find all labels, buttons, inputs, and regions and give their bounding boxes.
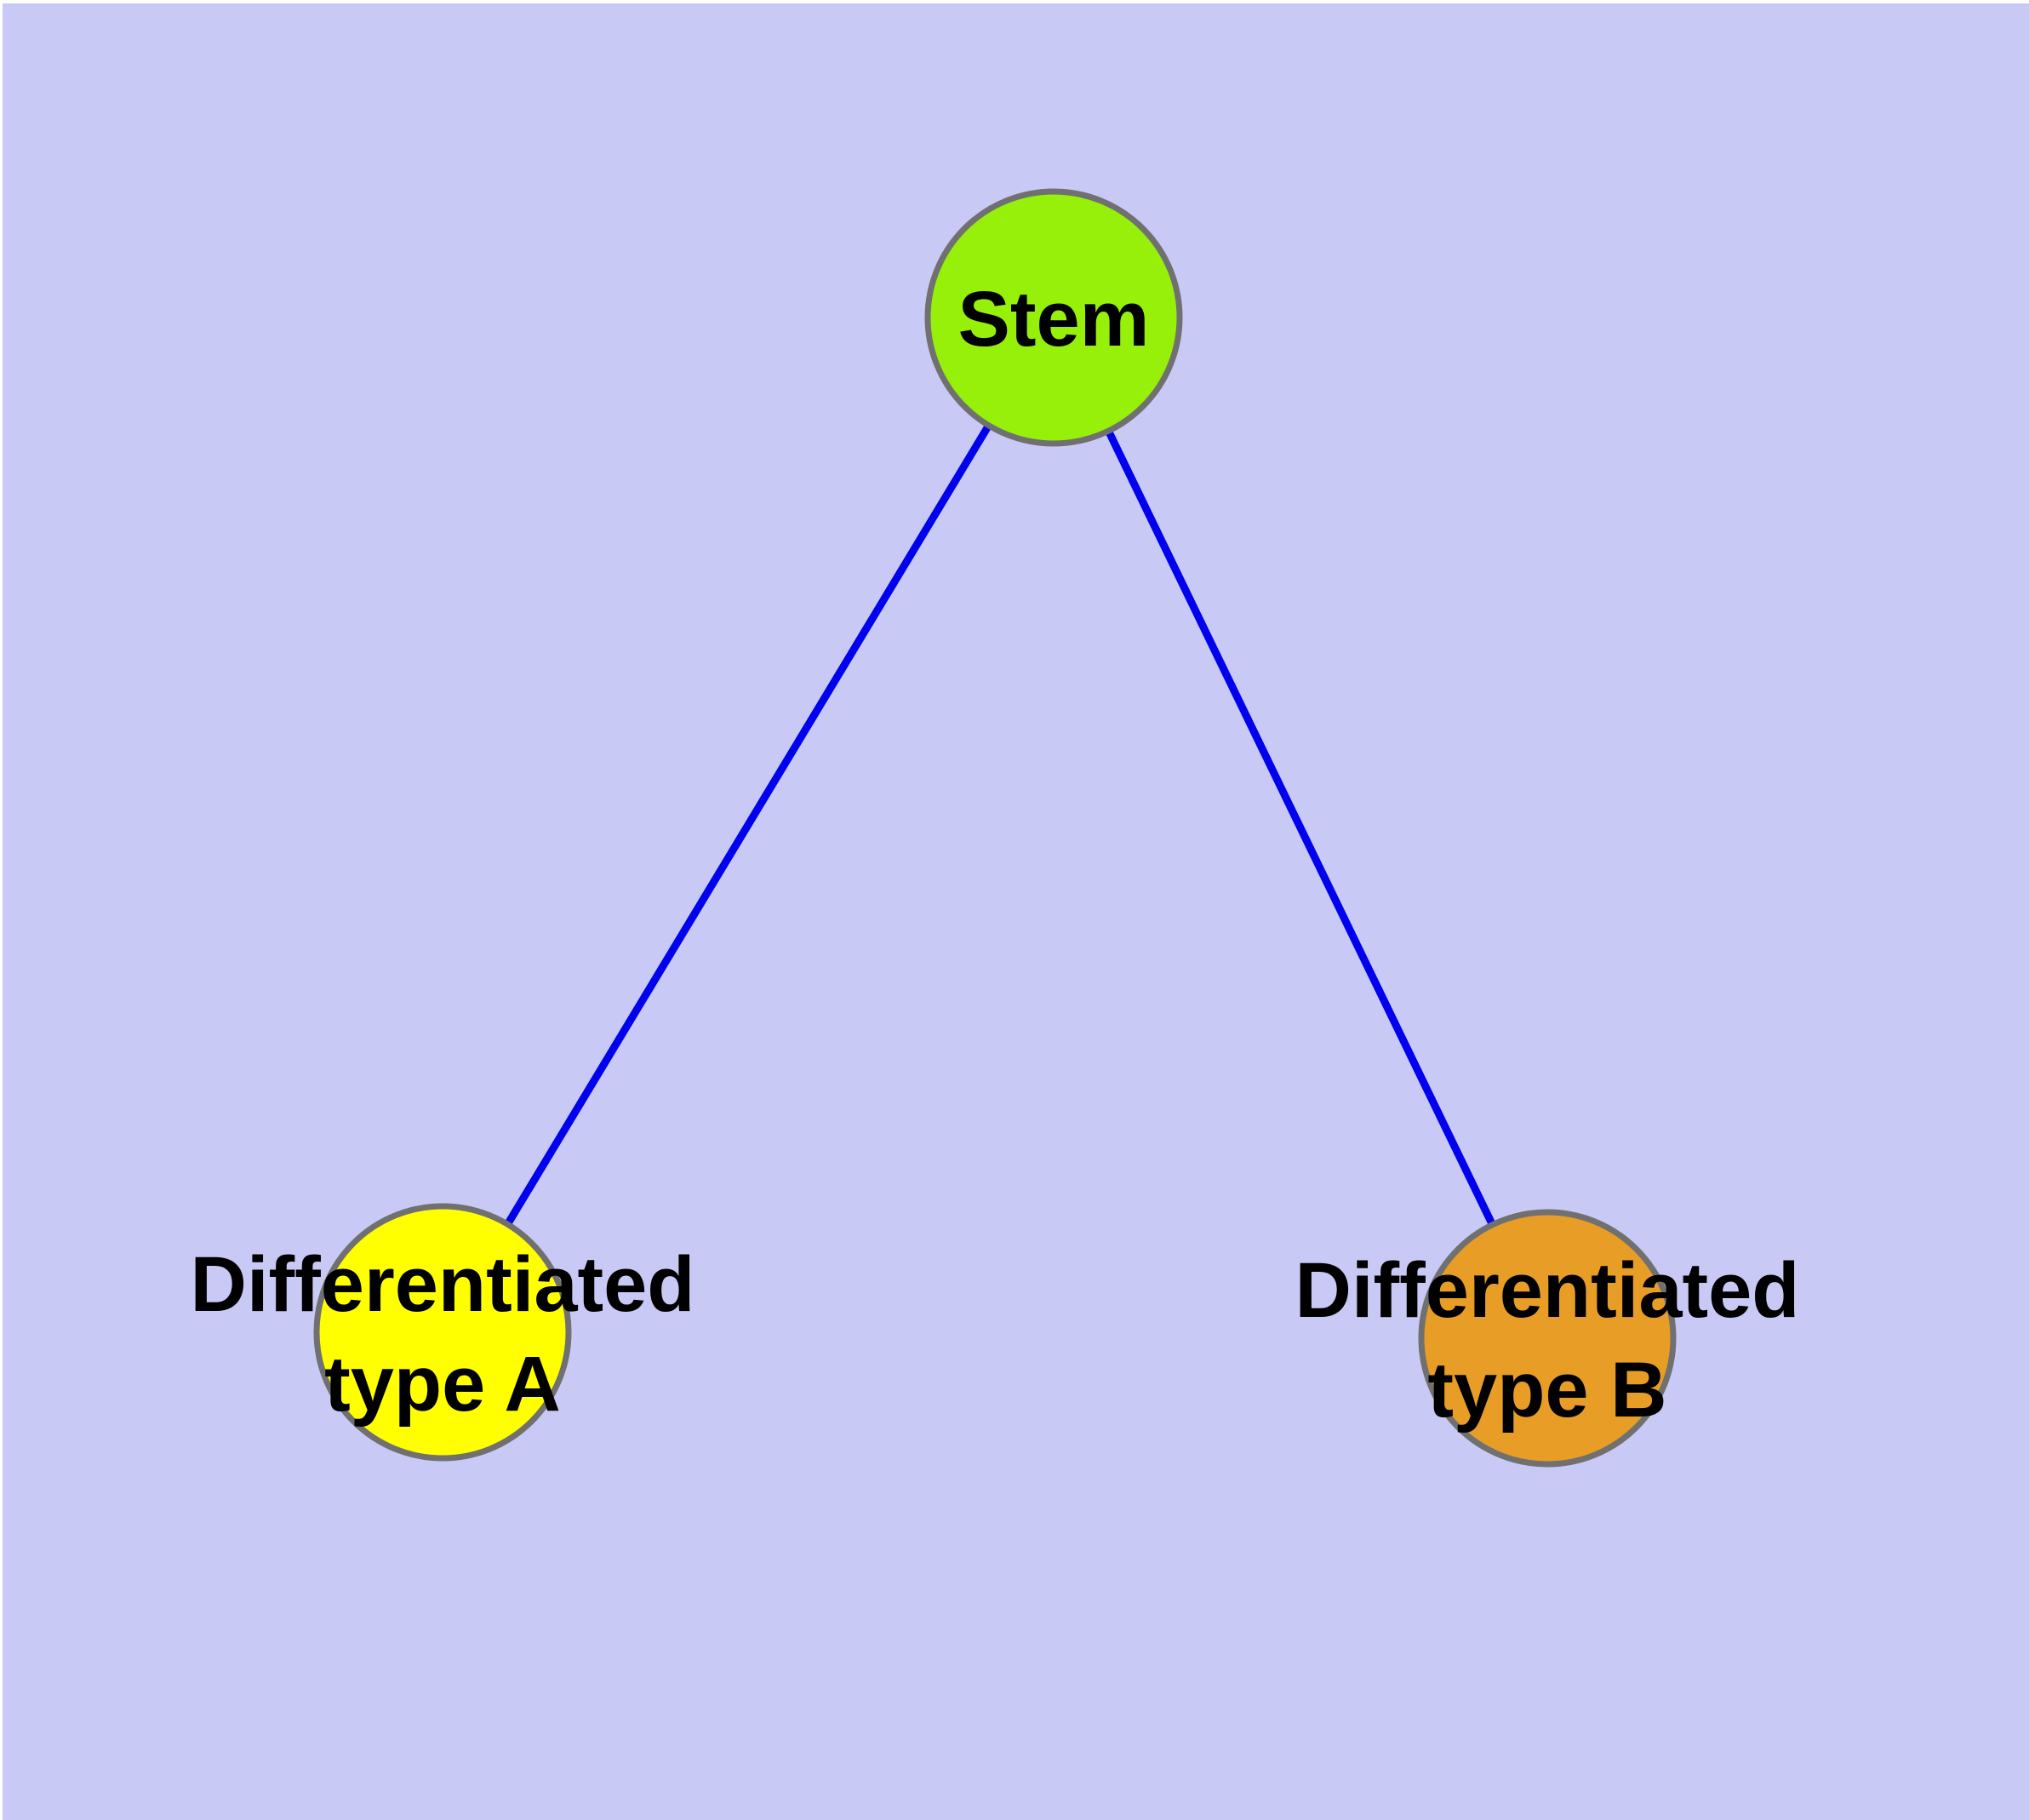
node-type-a-label-line2: type A: [324, 1341, 561, 1428]
node-type-b-label-line2: type B: [1427, 1347, 1666, 1434]
node-stem-label: Stem: [958, 276, 1150, 363]
edge-stem-to-type-a: [439, 315, 1057, 1335]
node-type-a-label-line1: Differentiated: [191, 1241, 695, 1328]
node-differentiated-type-a: [313, 1203, 572, 1462]
edge-stem-to-type-b: [1049, 316, 1552, 1340]
node-type-b-label-line1: Differentiated: [1295, 1247, 1800, 1334]
node-differentiated-type-b: [1418, 1209, 1677, 1468]
node-stem: [924, 188, 1183, 447]
